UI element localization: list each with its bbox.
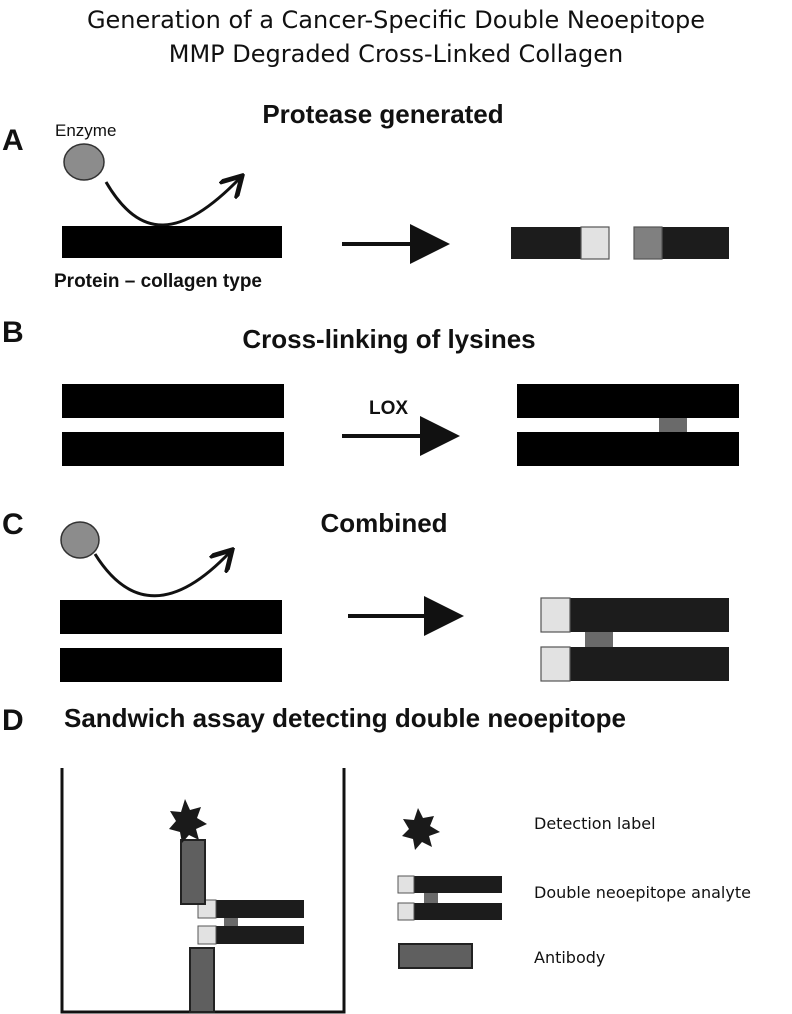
legend-analyte-neo-top: [397, 875, 415, 894]
legend: Detection label Double neoepitope analyt…: [397, 808, 751, 969]
legend-analyte-neo-bottom: [397, 902, 415, 921]
figure-title-line-1: Generation of a Cancer-Specific Double N…: [86, 6, 706, 34]
panel-a: A Protease generated Enzyme Protein – co…: [2, 99, 729, 292]
protein-label: Protein – collagen type: [54, 271, 262, 292]
panel-b: B Cross-linking of lysines LOX: [2, 316, 739, 466]
panel-c: C Combined: [2, 508, 729, 682]
panel-c-letter: C: [2, 508, 24, 541]
panel-d: D Sandwich assay detecting double neoepi…: [2, 703, 751, 1014]
legend-star-icon: [402, 808, 440, 850]
collagen-bar: [62, 226, 282, 258]
enzyme-shape: [63, 143, 105, 181]
legend-analyte-crosslink: [424, 893, 438, 903]
panel-a-title: Protease generated: [262, 99, 503, 129]
panel-d-title: Sandwich assay detecting double neoepito…: [64, 703, 626, 733]
analyte-neoepitope-bottom: [197, 925, 217, 945]
detection-antibody: [180, 839, 206, 905]
crosslink-bond-c: [585, 632, 613, 647]
analyte-strand-bottom: [198, 926, 304, 944]
analyte-strand-top: [198, 900, 304, 918]
collagen-strand-top-c: [60, 600, 282, 634]
enzyme-shape-c: [60, 521, 100, 559]
neoepitope-c-terminal: [580, 226, 610, 260]
panel-b-title: Cross-linking of lysines: [242, 324, 535, 354]
cleaved-strand-top: [541, 598, 729, 632]
cleaved-strand-bottom: [541, 647, 729, 681]
enzyme-label: Enzyme: [55, 121, 116, 140]
crosslinked-strand-top: [517, 384, 739, 418]
panel-c-title: Combined: [320, 508, 447, 538]
cleavage-arrow-c: [93, 552, 230, 598]
neoepitope-top: [540, 597, 571, 633]
neoepitope-bottom: [540, 646, 571, 682]
collagen-strand-bottom: [62, 432, 284, 466]
panel-a-letter: A: [2, 124, 24, 157]
neoepitope-n-terminal: [633, 226, 663, 260]
collagen-strand-bottom-c: [60, 648, 282, 682]
cleavage-arrow: [104, 178, 240, 227]
legend-analyte-top: [398, 876, 502, 893]
crosslinked-strand-bottom: [517, 432, 739, 466]
crosslink-bond: [659, 418, 687, 432]
legend-analyte-bottom: [398, 903, 502, 920]
lox-label: LOX: [369, 398, 408, 419]
analyte-crosslink: [224, 918, 238, 926]
panel-b-letter: B: [2, 316, 24, 349]
detection-label-star: [169, 799, 207, 843]
capture-antibody: [189, 947, 215, 1013]
legend-detection-label: Detection label: [534, 814, 656, 833]
legend-analyte-label: Double neoepitope analyte: [534, 883, 751, 902]
collagen-strand-top: [62, 384, 284, 418]
legend-antibody-label: Antibody: [534, 948, 605, 967]
legend-antibody-icon: [398, 943, 473, 969]
panel-d-letter: D: [2, 704, 24, 737]
figure-title-line-2: MMP Degraded Cross-Linked Collagen: [168, 40, 624, 68]
